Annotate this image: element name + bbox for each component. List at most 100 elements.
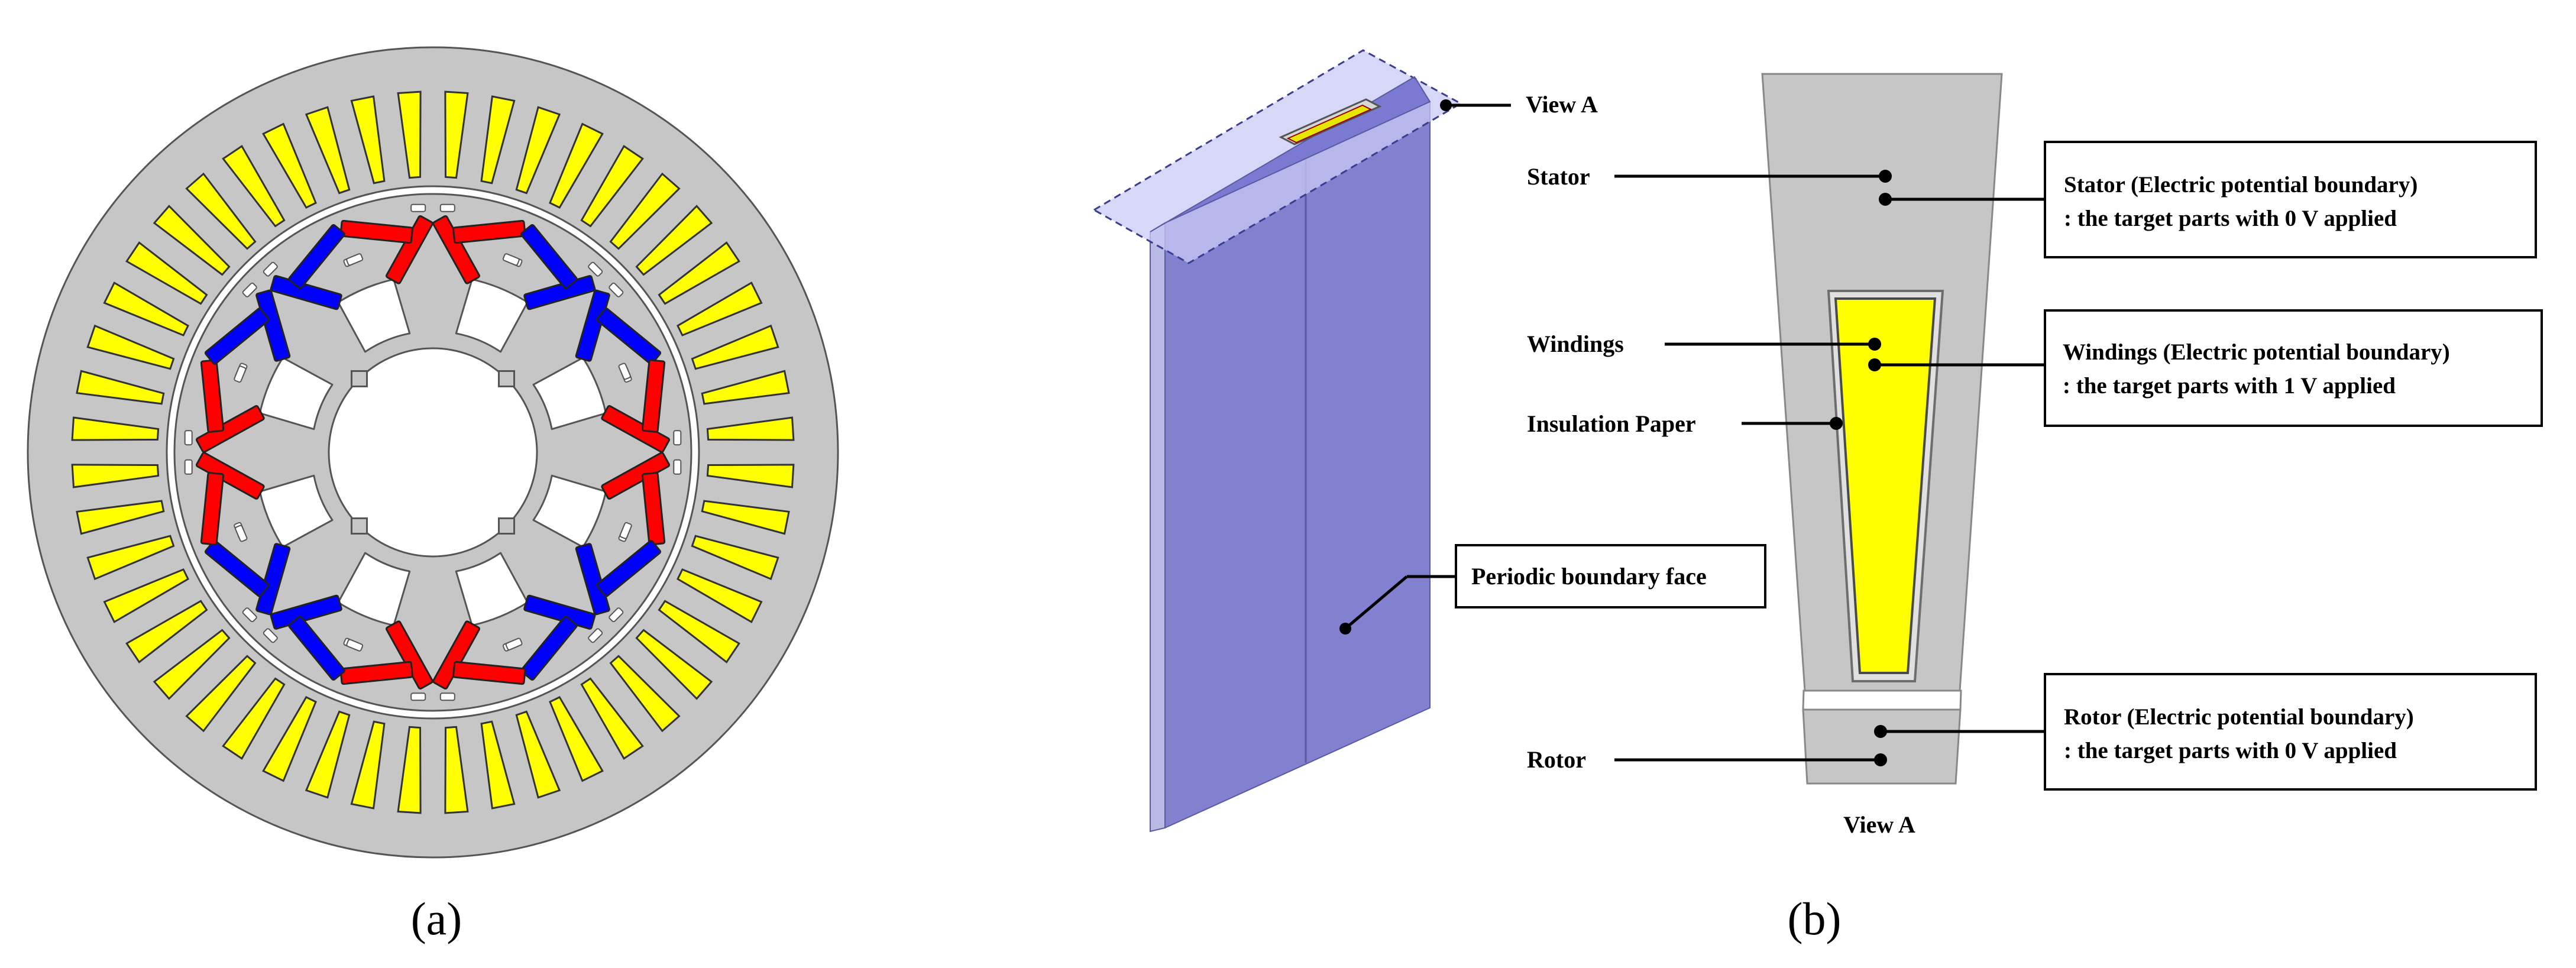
motor-cross-section bbox=[27, 46, 839, 859]
stator-slot-winding bbox=[71, 416, 160, 441]
rotor-box-line2: : the target parts with 0 V applied bbox=[2064, 738, 2397, 763]
windings-box bbox=[2044, 309, 2543, 427]
flux-barrier bbox=[263, 628, 278, 643]
stator-slot-winding bbox=[706, 464, 795, 488]
rotor-box bbox=[2044, 673, 2537, 791]
stator-slot-winding bbox=[86, 535, 175, 581]
stator-slot-winding bbox=[658, 241, 740, 305]
rotor-magnet-inner bbox=[195, 452, 265, 500]
flux-barrier bbox=[618, 362, 631, 380]
rotor-magnet-inner bbox=[575, 543, 610, 616]
model-side-face bbox=[1150, 222, 1166, 833]
periodic-box bbox=[1455, 544, 1766, 608]
flux-barrier bbox=[505, 637, 523, 650]
rotor-magnet-inner bbox=[270, 275, 342, 310]
stator-box-line1: Stator (Electric potential boundary) bbox=[2064, 172, 2418, 198]
label-insulation: Insulation Paper bbox=[1527, 410, 1696, 437]
stator-slot-winding bbox=[444, 90, 469, 179]
stator-dot bbox=[1879, 170, 1892, 183]
flux-barrier bbox=[263, 261, 278, 277]
stator-slot-winding bbox=[515, 710, 561, 799]
stator-slot-winding bbox=[86, 324, 175, 370]
flux-barrier bbox=[410, 692, 426, 701]
stator-slot-winding bbox=[305, 106, 351, 195]
rotor-magnet-inner bbox=[523, 594, 596, 630]
view-a-section bbox=[1761, 73, 2003, 785]
flux-barrier bbox=[439, 692, 455, 701]
flux-barrier bbox=[609, 282, 624, 297]
rotor-magnet-outer bbox=[339, 661, 413, 685]
stator-slot-winding bbox=[658, 600, 740, 663]
flux-barrier bbox=[588, 628, 603, 643]
flux-barrier bbox=[184, 430, 193, 446]
stator-slot-winding bbox=[222, 677, 286, 760]
stator-slot-winding bbox=[76, 370, 165, 405]
caption-b: (b) bbox=[1788, 893, 1842, 944]
windings-dot bbox=[1868, 338, 1881, 351]
rotor-magnet-inner bbox=[270, 594, 342, 630]
flux-barrier bbox=[673, 459, 682, 475]
label-windings: Windings bbox=[1527, 331, 1624, 357]
rotor-magnet-inner bbox=[601, 452, 671, 500]
stator-slot-winding bbox=[677, 568, 763, 623]
stator-box bbox=[2044, 141, 2537, 258]
shaft-key bbox=[351, 517, 368, 535]
stator-slot-winding bbox=[185, 655, 257, 733]
stator-slot-winding bbox=[350, 95, 386, 184]
stator-slot-winding bbox=[444, 726, 469, 814]
stator-slot-winding bbox=[609, 172, 681, 250]
stator-slot-winding bbox=[397, 90, 422, 179]
rotor-magnet-inner bbox=[255, 289, 291, 362]
stator-box-line2: : the target parts with 0 V applied bbox=[2064, 206, 2397, 231]
stator-slot-winding bbox=[397, 726, 422, 814]
rotor-magnets bbox=[184, 203, 682, 701]
stator-slot-winding bbox=[701, 500, 790, 535]
rotor-magnet-inner bbox=[386, 215, 433, 284]
rotor-magnet-outer bbox=[452, 219, 526, 244]
stator-slot-winding bbox=[677, 281, 763, 336]
stator-slot-winding bbox=[222, 145, 286, 228]
shaft-bore bbox=[328, 347, 538, 558]
stator-slot-winding bbox=[480, 720, 516, 810]
stator-slot-winding bbox=[515, 106, 561, 195]
stator-slot-winding bbox=[549, 696, 604, 782]
stator-slot-winding bbox=[125, 600, 208, 663]
shaft-key bbox=[498, 517, 515, 535]
rotor-magnet-inner bbox=[195, 405, 265, 453]
rotor-magnet-inner bbox=[575, 289, 610, 362]
stator-slot-winding bbox=[153, 205, 231, 276]
rotor-magnet-outer bbox=[641, 472, 666, 546]
rotor-magnet-outer bbox=[452, 661, 526, 685]
flux-barrier bbox=[439, 203, 455, 212]
flux-barrier bbox=[235, 525, 248, 542]
stator-box-dot bbox=[1879, 193, 1892, 206]
rotor-magnet-outer bbox=[520, 224, 578, 289]
air-gap-band bbox=[1802, 689, 1962, 711]
stator-slot-winding bbox=[350, 720, 386, 810]
stator-slot-winding bbox=[153, 629, 231, 700]
flux-barrier bbox=[410, 203, 426, 212]
stator-slot-winding bbox=[691, 535, 779, 581]
stator-slot-winding bbox=[691, 324, 779, 370]
stator-slot-winding bbox=[609, 655, 681, 733]
rotor-magnet-outer bbox=[288, 224, 345, 289]
stator-slot-winding bbox=[580, 145, 644, 228]
rotor-section bbox=[1802, 708, 1962, 785]
flux-barrier bbox=[609, 607, 624, 623]
rotor-magnet-inner bbox=[432, 215, 480, 284]
stator-slot-winding bbox=[635, 629, 713, 700]
rotor-magnet-outer bbox=[200, 472, 225, 546]
rotor-magnet-outer bbox=[204, 540, 270, 597]
periodic-dot bbox=[1339, 623, 1351, 634]
rotor-dot bbox=[1874, 753, 1887, 766]
rotor-box-line1: Rotor (Electric potential boundary) bbox=[2064, 704, 2414, 730]
windings-box-line2: : the target parts with 1 V applied bbox=[2063, 373, 2396, 399]
stator-slot-winding bbox=[706, 416, 795, 441]
label-view-a-top: View A bbox=[1526, 91, 1598, 118]
label-stator: Stator bbox=[1527, 163, 1590, 190]
stator-slot-winding bbox=[125, 241, 208, 305]
rotor-magnet-outer bbox=[520, 616, 578, 681]
rotor-magnet-outer bbox=[288, 616, 345, 681]
stator-slot-winding bbox=[701, 370, 790, 405]
stator-slot-winding bbox=[262, 122, 317, 209]
